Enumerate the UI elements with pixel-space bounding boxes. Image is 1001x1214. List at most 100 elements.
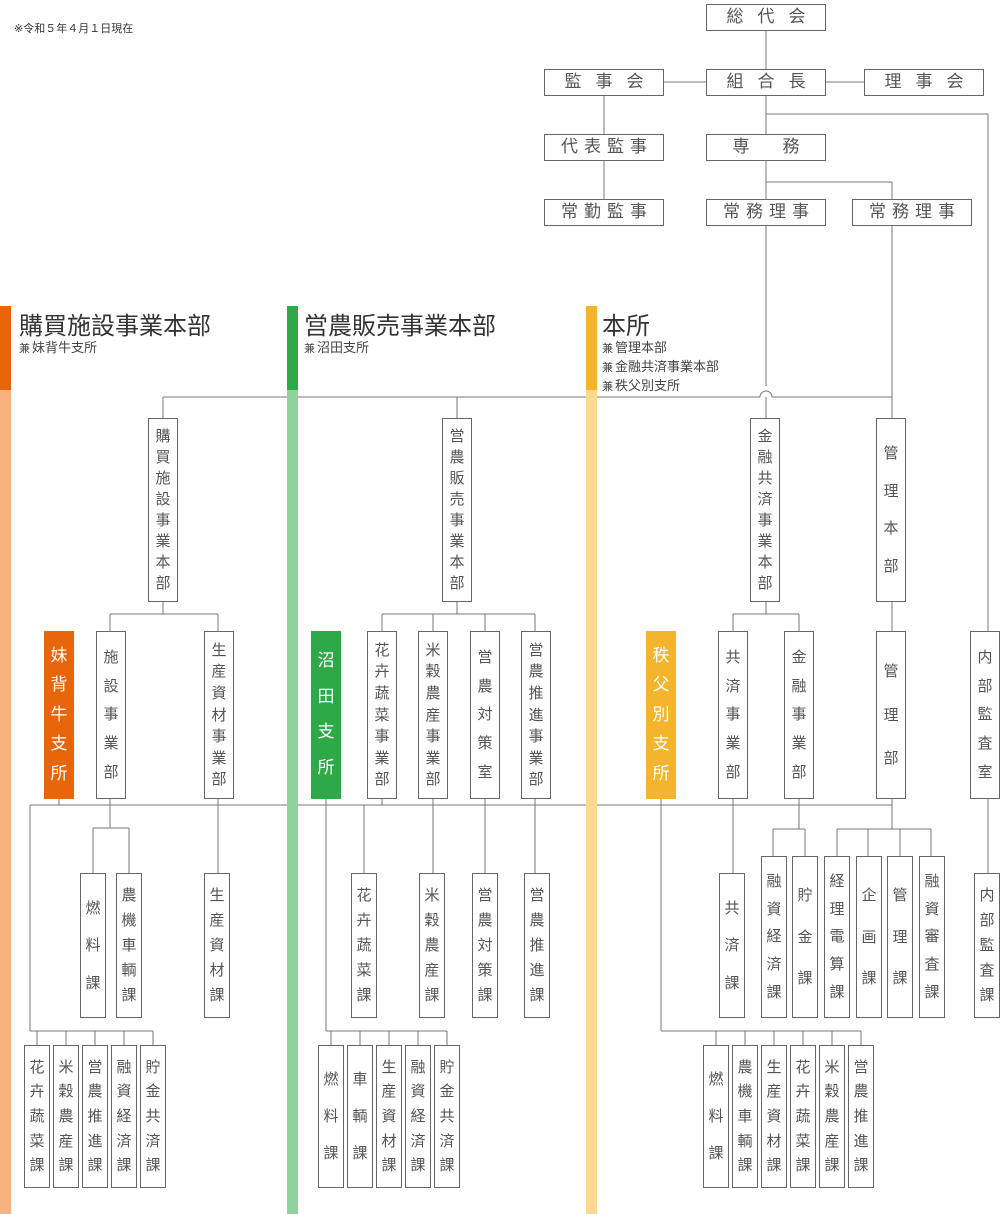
honsho-hq-sub-2-row: 兼金融共済事業本部 xyxy=(602,358,719,377)
box-char: 課 xyxy=(924,983,940,1002)
box-char: 課 xyxy=(861,969,877,988)
box-char: 生 xyxy=(766,1057,782,1076)
box-char: 輌 xyxy=(737,1131,753,1150)
box-char: 資 xyxy=(116,1082,132,1101)
box-char: 機 xyxy=(121,911,137,929)
box-char: 業 xyxy=(103,734,119,753)
box-char: 進 xyxy=(529,961,545,979)
ken-mark: 兼 xyxy=(19,342,30,355)
einou-honbu-box: 営農販売事業本部 xyxy=(442,418,472,602)
box-char: 理 xyxy=(883,481,899,500)
box-char: 米 xyxy=(824,1057,840,1076)
kyosai-jigyo-box: 共済事業部 xyxy=(718,631,748,799)
box-char: 部 xyxy=(103,763,119,782)
ken-mark: 兼 xyxy=(602,380,613,393)
box-char: 所 xyxy=(317,757,335,778)
moseushi-ka-box-5: 貯金共済課 xyxy=(140,1045,166,1188)
box-char: 課 xyxy=(892,969,908,988)
box-char: 融 xyxy=(766,871,782,890)
seisan-shizai-box: 生産資材事業部 xyxy=(204,631,234,799)
box-char: 別 xyxy=(652,704,670,725)
box-char: 農 xyxy=(425,683,441,702)
box-char: 材 xyxy=(381,1131,397,1150)
box-char: 課 xyxy=(87,1156,103,1175)
box-char: 農 xyxy=(477,911,493,929)
honsho-hq-sub: 兼管理本部 兼金融共済事業本部 兼秩父別支所 xyxy=(602,339,719,396)
box-char: 花 xyxy=(374,640,390,659)
box-char: 輌 xyxy=(121,961,137,979)
box-char: 車 xyxy=(737,1106,753,1125)
box-char: 部 xyxy=(374,770,390,789)
box-char: 施 xyxy=(103,647,119,666)
box-char: 査 xyxy=(977,734,993,753)
box-char: 営 xyxy=(529,886,545,904)
yushi-shinsa-ka-box: 融資審査課 xyxy=(919,856,945,1018)
box-char: 課 xyxy=(797,969,813,988)
box-char: 課 xyxy=(724,973,740,992)
kikaku-ka-box: 企画課 xyxy=(856,856,882,1018)
box-char: 済 xyxy=(410,1131,426,1150)
box-char: 菜 xyxy=(29,1131,45,1150)
box-char: 産 xyxy=(211,662,227,681)
box-char: 貯 xyxy=(797,885,813,904)
einou-suishin-ka-box: 営農推進課 xyxy=(524,873,550,1018)
einou-bar-light xyxy=(287,390,298,1214)
box-char: 設 xyxy=(155,490,171,508)
einou-hq-title: 営農販売事業本部 xyxy=(304,312,496,340)
box-char: 課 xyxy=(121,986,137,1004)
box-char: 産 xyxy=(824,1131,840,1150)
box-char: 理 xyxy=(892,927,908,946)
box-char: 算 xyxy=(829,955,845,974)
box-char: 車 xyxy=(352,1070,368,1088)
box-char: 課 xyxy=(410,1156,426,1175)
box-char: 理 xyxy=(829,899,845,918)
box-char: 経 xyxy=(766,927,782,946)
box-char: 部 xyxy=(725,763,741,782)
box-char: 推 xyxy=(528,683,544,702)
box-char: 営 xyxy=(853,1057,869,1076)
box-char: 農 xyxy=(529,911,545,929)
box-char: 事 xyxy=(155,511,171,529)
box-char: 課 xyxy=(323,1144,339,1162)
box-char: 卉 xyxy=(29,1082,45,1101)
box-char: 共 xyxy=(439,1106,455,1125)
box-char: 部 xyxy=(883,748,899,767)
box-char: 推 xyxy=(853,1106,869,1125)
box-char: 融 xyxy=(757,448,773,466)
box-char: 蔬 xyxy=(29,1106,45,1125)
honsho-hq-sub-3: 秩父別支所 xyxy=(615,379,681,394)
box-char: 本 xyxy=(155,553,171,571)
konyu-honbu-box: 購買施設事業本部 xyxy=(148,418,178,602)
box-char: 推 xyxy=(529,936,545,954)
box-char: 課 xyxy=(58,1156,74,1175)
box-char: 本 xyxy=(757,553,773,571)
box-char: 管 xyxy=(892,885,908,904)
ken-mark: 兼 xyxy=(602,361,613,374)
box-char: 本 xyxy=(883,519,899,538)
noki-box: 農機車輌課 xyxy=(116,873,142,1018)
box-char: 課 xyxy=(795,1156,811,1175)
box-char: 課 xyxy=(477,986,493,1004)
box-char: 企 xyxy=(861,885,877,904)
box-char: 蔬 xyxy=(795,1106,811,1125)
box-char: 課 xyxy=(209,986,225,1004)
box-char: 燃 xyxy=(323,1070,339,1088)
box-char: 材 xyxy=(766,1131,782,1150)
box-char: 営 xyxy=(87,1057,103,1076)
box-char: 買 xyxy=(155,448,171,466)
box-char: 営 xyxy=(449,427,465,445)
box-char: 穀 xyxy=(58,1082,74,1101)
konyu-hq-title: 購買施設事業本部 xyxy=(19,312,211,340)
einou-taisaku-ka-box: 営農対策課 xyxy=(472,873,498,1018)
box-char: 営 xyxy=(477,647,493,666)
box-char: 事 xyxy=(791,705,807,724)
box-char: 業 xyxy=(155,532,171,550)
chippubetsu-ka-box-6: 営農推進課 xyxy=(848,1045,874,1188)
numata-box: 沼田支所 xyxy=(311,631,341,799)
box-char: 管 xyxy=(883,443,899,462)
box-char: 菜 xyxy=(356,961,372,979)
box-char: 産 xyxy=(209,911,225,929)
box-char: 融 xyxy=(410,1057,426,1076)
box-char: 対 xyxy=(477,936,493,954)
